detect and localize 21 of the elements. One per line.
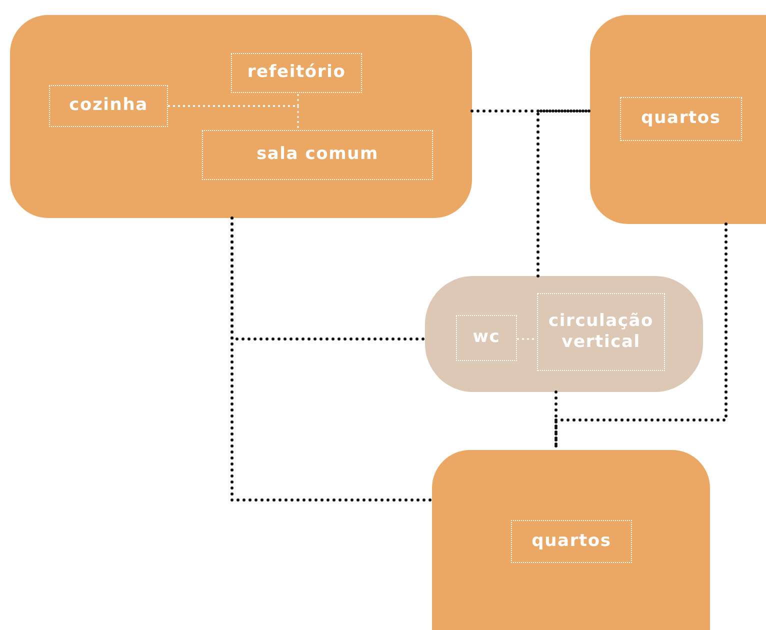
room-box: [511, 520, 632, 563]
zone-block: [432, 450, 710, 630]
room-box: [620, 97, 742, 141]
room-box: [202, 130, 433, 180]
room-label: wc: [472, 327, 500, 349]
zone-block: [590, 15, 766, 224]
connector-line: [536, 110, 592, 278]
room-label: quartos: [532, 530, 612, 552]
room-label: quartos: [641, 108, 721, 130]
room-label: circulação vertical: [548, 310, 654, 354]
connector-line: [168, 105, 299, 130]
room-label: sala comum: [256, 144, 379, 166]
room-box: [231, 53, 362, 93]
zone-block: [10, 15, 472, 218]
room-box: [537, 293, 665, 371]
room-label: cozinha: [69, 95, 148, 117]
room-box: [49, 85, 168, 127]
room-box: [456, 315, 517, 361]
connector-line: [230, 216, 434, 502]
room-label: refeitório: [247, 62, 346, 84]
connector-line: [517, 338, 537, 340]
